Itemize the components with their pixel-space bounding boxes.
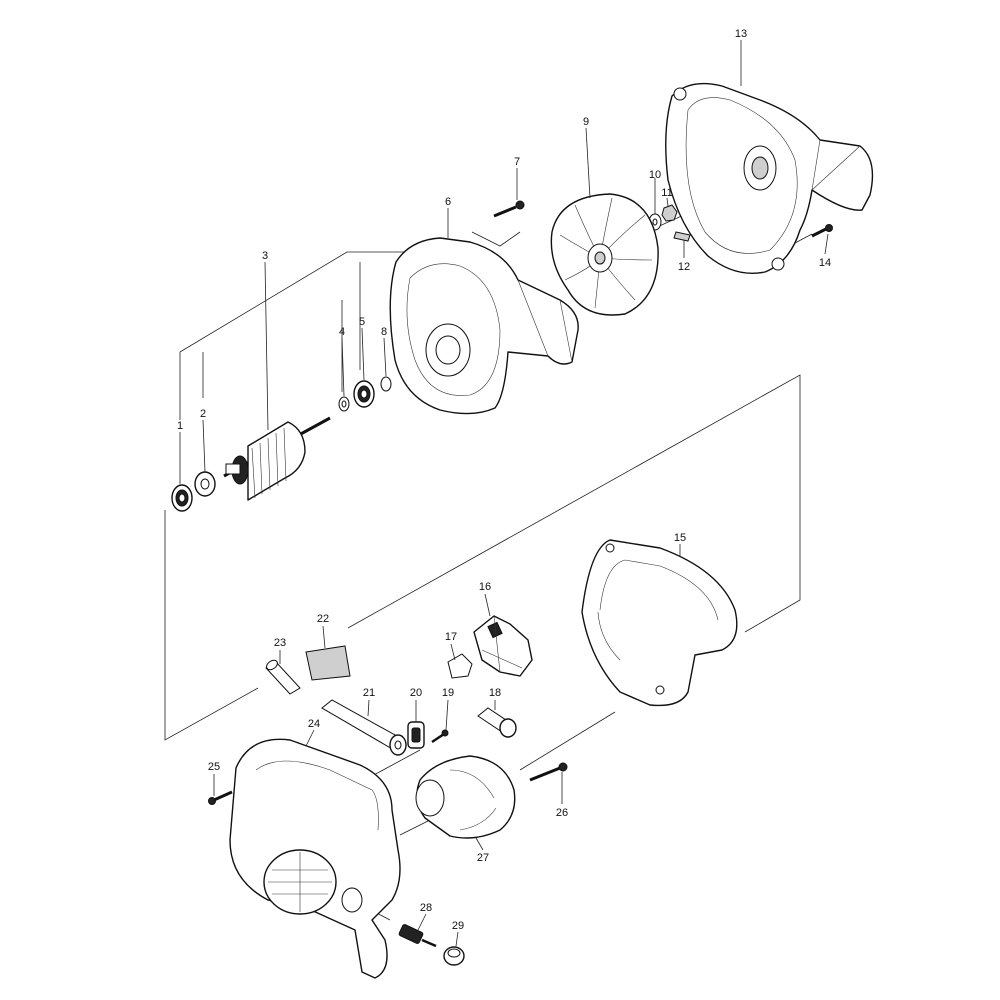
- callout-16: 16: [479, 581, 491, 593]
- callout-20: 20: [410, 687, 422, 699]
- part-4-washer[interactable]: [338, 396, 350, 412]
- part-2-insulation-washer[interactable]: [194, 471, 216, 497]
- part-28-knob[interactable]: [398, 924, 437, 948]
- callout-24: 24: [308, 718, 320, 730]
- part-22-label[interactable]: [305, 645, 351, 681]
- callout-15: 15: [674, 532, 686, 544]
- label-leaders: [179, 40, 829, 947]
- part-19-screw[interactable]: [431, 729, 449, 744]
- callout-9: 9: [583, 116, 589, 128]
- part-16-switch[interactable]: [473, 615, 533, 677]
- callout-8: 8: [381, 326, 387, 338]
- part-9-fan[interactable]: [550, 193, 659, 316]
- part-24-main-housing[interactable]: [229, 738, 401, 979]
- part-26-screw[interactable]: [529, 762, 568, 782]
- part-6-housing[interactable]: [389, 237, 579, 415]
- part-29-cap[interactable]: [443, 946, 465, 966]
- callout-27: 27: [477, 852, 489, 864]
- callout-12: 12: [678, 261, 690, 273]
- part-15-handle-cover[interactable]: [581, 539, 738, 707]
- callout-13: 13: [735, 28, 747, 40]
- part-25-screw[interactable]: [208, 790, 233, 805]
- callout-25: 25: [208, 761, 220, 773]
- callout-29: 29: [452, 920, 464, 932]
- callout-2: 2: [200, 408, 206, 420]
- callout-3: 3: [262, 250, 268, 262]
- part-13-fan-cover[interactable]: [665, 82, 874, 274]
- callout-7: 7: [514, 156, 520, 168]
- callout-22: 22: [317, 613, 329, 625]
- part-3-armature[interactable]: [223, 416, 331, 501]
- callout-28: 28: [420, 902, 432, 914]
- callout-10: 10: [649, 169, 661, 181]
- part-12-key[interactable]: [673, 231, 691, 242]
- part-7-screw[interactable]: [493, 200, 525, 218]
- callout-labels: 1 2 3 4 5 6 7 8 9 10 11 12 13 14 15 16 1…: [177, 28, 831, 932]
- callout-5: 5: [359, 316, 365, 328]
- part-5-ball-bearing[interactable]: [353, 380, 375, 408]
- part-20-holder[interactable]: [407, 721, 425, 749]
- callout-6: 6: [445, 196, 451, 208]
- callout-4: 4: [339, 326, 345, 338]
- callout-21: 21: [363, 687, 375, 699]
- callout-14: 14: [819, 257, 831, 269]
- callout-11: 11: [661, 187, 672, 199]
- callout-23: 23: [274, 637, 286, 649]
- part-21-tube[interactable]: [321, 699, 407, 756]
- part-8-washer[interactable]: [380, 376, 392, 392]
- part-11-nut[interactable]: [661, 204, 678, 222]
- callout-17: 17: [445, 631, 457, 643]
- part-23-pin[interactable]: [265, 658, 301, 695]
- part-18-sleeve[interactable]: [477, 707, 517, 738]
- part-14-screw[interactable]: [811, 224, 833, 238]
- callout-18: 18: [489, 687, 501, 699]
- part-1-ball-bearing[interactable]: [171, 484, 193, 512]
- part-17-lever[interactable]: [447, 653, 473, 679]
- callout-1: 1: [177, 420, 183, 432]
- callout-26: 26: [556, 807, 568, 819]
- callout-19: 19: [442, 687, 454, 699]
- part-27-motor-housing[interactable]: [415, 755, 516, 839]
